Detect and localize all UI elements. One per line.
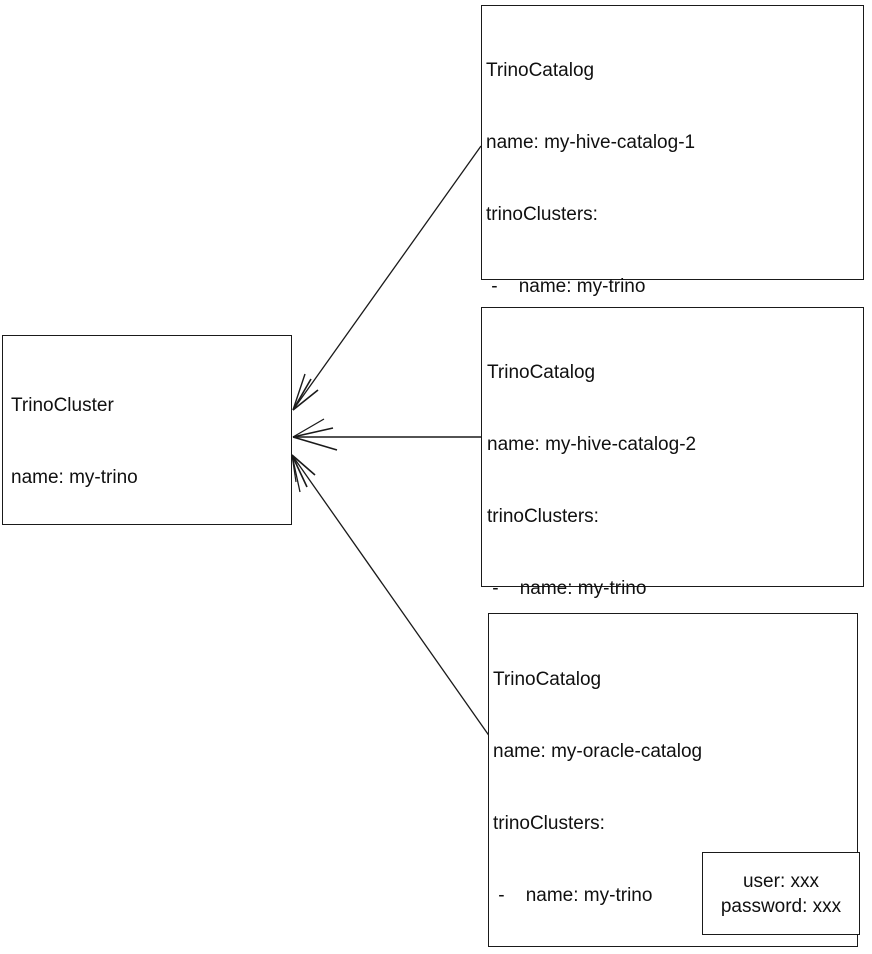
trino-cluster-node[interactable]: TrinoCluster name: my-trino bbox=[2, 335, 292, 525]
oracle-credentials-secret-node[interactable]: user: xxx password: xxx bbox=[702, 852, 860, 935]
catalog3-line-trinoclusters: trinoClusters: bbox=[493, 813, 605, 834]
trino-catalog-node-hive-2[interactable]: TrinoCatalog name: my-hive-catalog-2 tri… bbox=[481, 307, 864, 887]
edge-catalog3-to-cluster bbox=[291, 454, 491, 738]
catalog1-line-name: name: my-hive-catalog-1 bbox=[486, 132, 696, 153]
secret-line-user: user: xxx bbox=[742, 870, 820, 892]
trino-cluster-yaml: TrinoCluster name: my-trino bbox=[11, 346, 138, 538]
trino-catalog-yaml-oracle: TrinoCatalog name: my-oracle-catalog tri… bbox=[493, 620, 819, 954]
catalog1-line-trinoclusters: trinoClusters: bbox=[486, 204, 598, 225]
catalog2-line-trinoclusters: trinoClusters: bbox=[487, 506, 599, 527]
catalog2-line-cluster-ref: - name: my-trino bbox=[487, 578, 647, 599]
catalog3-line-name: name: my-oracle-catalog bbox=[493, 741, 703, 762]
catalog3-line-cluster-ref: - name: my-trino bbox=[493, 885, 653, 906]
catalog2-line-name: name: my-hive-catalog-2 bbox=[487, 434, 697, 455]
cluster-line-kind: TrinoCluster bbox=[11, 395, 114, 416]
secret-line-password: password: xxx bbox=[720, 895, 842, 917]
edge-catalog2-to-cluster bbox=[292, 418, 481, 451]
catalog1-line-cluster-ref: - name: my-trino bbox=[486, 276, 646, 297]
catalog1-line-kind: TrinoCatalog bbox=[486, 60, 595, 81]
edge-catalog1-to-cluster bbox=[292, 145, 482, 411]
cluster-line-name: name: my-trino bbox=[11, 467, 138, 488]
trino-catalog-node-hive-1[interactable]: TrinoCatalog name: my-hive-catalog-1 tri… bbox=[481, 5, 864, 657]
catalog3-line-kind: TrinoCatalog bbox=[493, 669, 602, 690]
catalog2-line-kind: TrinoCatalog bbox=[487, 362, 596, 383]
